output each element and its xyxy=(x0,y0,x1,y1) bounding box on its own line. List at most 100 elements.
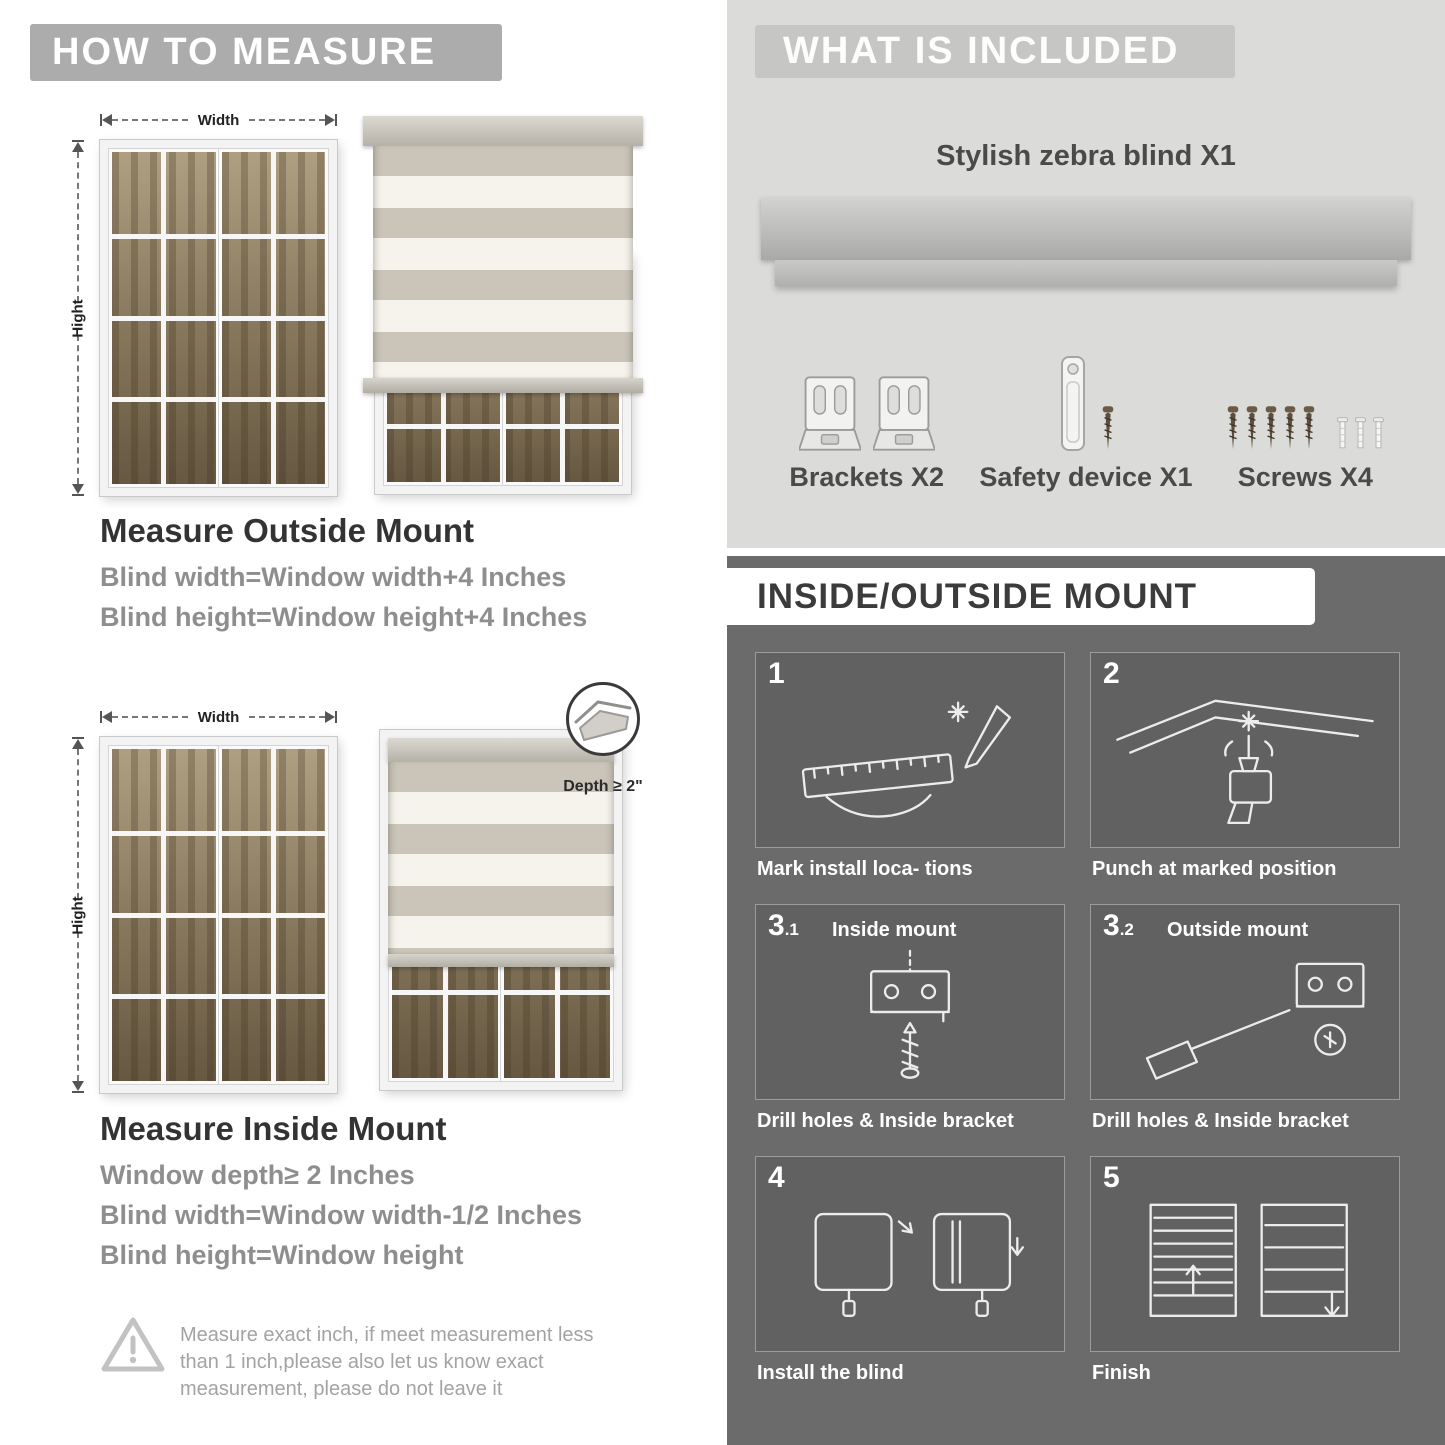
step-number-sub: .1 xyxy=(784,920,799,939)
spec-line: Window depth≥ 2 Inches xyxy=(100,1160,415,1190)
step-cell: 3.2 Outside mount xyxy=(1090,904,1400,1156)
step-panel-1: 1 xyxy=(755,652,1065,848)
bracket-icon xyxy=(872,376,935,451)
screw-icon xyxy=(1102,406,1114,450)
warning-text: Measure exact inch, if meet measurement … xyxy=(180,1324,594,1400)
window-sash xyxy=(221,152,325,484)
inside-bracket-icon xyxy=(869,949,951,1079)
anchor-icon xyxy=(1337,417,1348,449)
bracket-icon xyxy=(798,376,861,451)
outside-mount-title: Measure Outside Mount xyxy=(100,512,475,549)
width-label: Width xyxy=(197,708,240,726)
arrow-tick xyxy=(100,711,102,723)
arrow-line xyxy=(112,119,188,121)
arrow-tick xyxy=(335,114,338,126)
step-caption: Finish xyxy=(1092,1362,1151,1384)
arrow-line xyxy=(77,152,79,302)
step-cell: 2 Pu xyxy=(1090,652,1400,904)
step-cell: 3.1 Inside mount xyxy=(755,904,1065,1156)
outside-mount-blind-figure xyxy=(363,116,643,494)
mount-steps-header: INSIDE/OUTSIDE MOUNT xyxy=(727,568,1315,625)
width-label: Width xyxy=(197,111,240,129)
safety-device-cell xyxy=(976,330,1195,458)
step-cell: 1 Mark install xyxy=(755,652,1065,904)
height-arrow: Hight xyxy=(66,737,90,1093)
window-sash xyxy=(112,749,216,1081)
mount-steps-section: INSIDE/OUTSIDE MOUNT 1 xyxy=(727,556,1445,1445)
arrow-line xyxy=(77,749,79,899)
blind-bottom-rail xyxy=(388,954,614,967)
how-to-measure-header: HOW TO MEASURE xyxy=(30,24,502,81)
arrow-line xyxy=(112,716,188,718)
height-label: Hight xyxy=(69,895,87,935)
depth-detail-circle xyxy=(566,682,640,756)
warning-triangle-icon xyxy=(101,1317,165,1372)
arrow-tick xyxy=(100,114,102,126)
window-illustration xyxy=(100,140,337,496)
arrow-line xyxy=(249,119,326,121)
step-panel-3-2: 3.2 Outside mount xyxy=(1090,904,1400,1100)
window-sash xyxy=(221,749,325,1081)
arrow-head-left-icon xyxy=(102,114,112,126)
screws-cell xyxy=(1196,330,1415,458)
drill-icon xyxy=(1116,699,1374,824)
arrow-head-up-icon xyxy=(72,142,84,152)
zebra-blind-illustration xyxy=(363,116,643,393)
arrow-line xyxy=(77,931,79,1081)
step-number-main: 3 xyxy=(768,909,785,942)
product-name: Stylish zebra blind X1 xyxy=(936,140,1236,172)
headrail-illustration xyxy=(761,198,1411,260)
what-is-included-section: WHAT IS INCLUDED Stylish zebra blind X1 xyxy=(727,0,1445,548)
step-caption: Drill holes & Inside bracket xyxy=(1092,1110,1349,1132)
brackets-cell xyxy=(757,330,976,458)
anchor-icon xyxy=(1373,417,1384,449)
blind-fabric xyxy=(388,762,614,954)
arrow-tick xyxy=(72,737,84,739)
step-number: 2 xyxy=(1103,659,1120,689)
arrow-head-right-icon xyxy=(325,114,336,126)
step-panel-3-1: 3.1 Inside mount xyxy=(755,904,1065,1100)
arrow-head-right-icon xyxy=(325,711,336,723)
window-sash xyxy=(112,152,216,484)
blind-cassette xyxy=(363,116,643,146)
spec-line: Blind height=Window height+4 Inches xyxy=(100,602,588,632)
arrow-head-down-icon xyxy=(72,484,84,494)
steps-grid: 1 Mark install xyxy=(755,652,1400,1408)
depth-label: Depth ≥ 2" xyxy=(563,778,643,795)
included-item-label: Screws X4 xyxy=(1237,462,1373,492)
arrow-line xyxy=(249,716,326,718)
blind-bottom-rail xyxy=(363,378,643,393)
inside-mount-title: Measure Inside Mount xyxy=(100,1110,447,1147)
screw-icon xyxy=(1246,406,1258,450)
outside-bracket-icon xyxy=(1145,962,1365,1080)
screw-icon xyxy=(1284,406,1296,450)
step-number: 5 xyxy=(1103,1163,1120,1193)
width-arrow: Width xyxy=(100,705,338,729)
step-panel-5: 5 xyxy=(1090,1156,1400,1352)
height-arrow: Hight xyxy=(66,140,90,496)
anchor-icon xyxy=(1355,417,1366,449)
step-title: Outside mount xyxy=(1167,919,1309,941)
width-arrow: Width xyxy=(100,108,338,132)
step-panel-2: 2 xyxy=(1090,652,1400,848)
step-cell: 5 Finish xyxy=(1090,1156,1400,1408)
arrow-tick xyxy=(72,1091,84,1093)
safety-device-icon xyxy=(1060,356,1085,451)
arrow-tick xyxy=(72,140,84,142)
step-caption: Punch at marked position xyxy=(1092,858,1337,880)
step-caption: Install the blind xyxy=(757,1362,904,1384)
step-number-main: 4 xyxy=(768,1161,785,1194)
included-items-row xyxy=(757,330,1415,458)
step-cell: 4 Install the blind xyxy=(755,1156,1065,1408)
included-item-label: Safety device X1 xyxy=(979,462,1193,492)
what-is-included-header: WHAT IS INCLUDED xyxy=(755,25,1235,78)
step-number: 3.2 xyxy=(1103,911,1134,941)
finish-blinds-icon xyxy=(1149,1203,1348,1317)
spec-line: Blind height=Window height xyxy=(100,1240,464,1270)
arrow-tick xyxy=(72,494,84,496)
arrow-tick xyxy=(335,711,338,723)
step-number-main: 3 xyxy=(1103,909,1120,942)
spec-line: Blind width=Window width-1/2 Inches xyxy=(100,1200,583,1230)
height-label: Hight xyxy=(69,298,87,338)
